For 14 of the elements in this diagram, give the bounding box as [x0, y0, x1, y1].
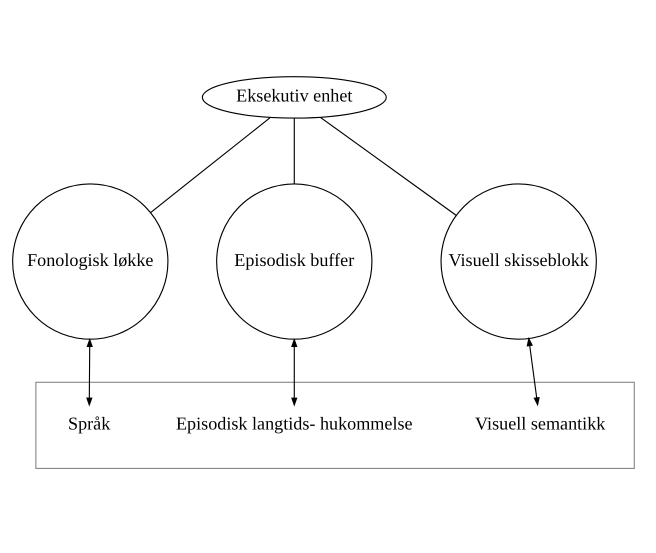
- connector: [320, 116, 457, 216]
- arrow: [526, 336, 540, 406]
- arrow: [86, 337, 93, 406]
- cluster: [35, 381, 635, 468]
- connector: [150, 116, 270, 212]
- node-text: Språk: [68, 413, 110, 434]
- arrow: [291, 337, 298, 406]
- node-circle: Fonologisk løkke: [12, 182, 168, 340]
- node-text: Visuell semantikk: [475, 413, 606, 434]
- node-ellipse: Eksekutiv enhet: [202, 76, 387, 118]
- node-circle: Visuell skisseblokk: [440, 182, 597, 340]
- node-text: Episodisk langtids- hukommelse: [176, 413, 413, 434]
- connector: [294, 118, 295, 184]
- node-circle: Episodisk buffer: [216, 182, 372, 340]
